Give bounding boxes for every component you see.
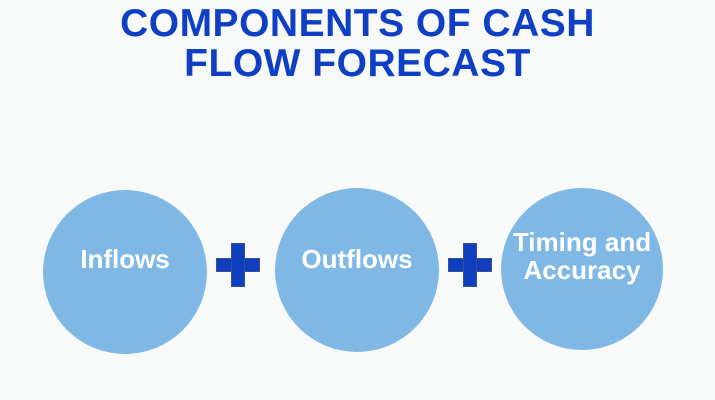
component-label-line-1: Timing and (512, 227, 652, 257)
component-label: Outflows (301, 244, 413, 274)
plus-icon (216, 243, 260, 287)
plus-icon (448, 243, 492, 287)
title-line-1: COMPONENTS OF CASH (120, 2, 595, 45)
diagram-title: COMPONENTS OF CASH FLOW FORECAST (0, 4, 715, 84)
title-line-2: FLOW FORECAST (184, 42, 531, 85)
component-label: Inflows (80, 244, 170, 274)
component-timing-accuracy: Timing and Accuracy (501, 188, 663, 350)
component-inflows: Inflows (43, 190, 207, 354)
component-label-line-2: Accuracy (523, 255, 641, 285)
component-outflows: Outflows (275, 188, 439, 352)
